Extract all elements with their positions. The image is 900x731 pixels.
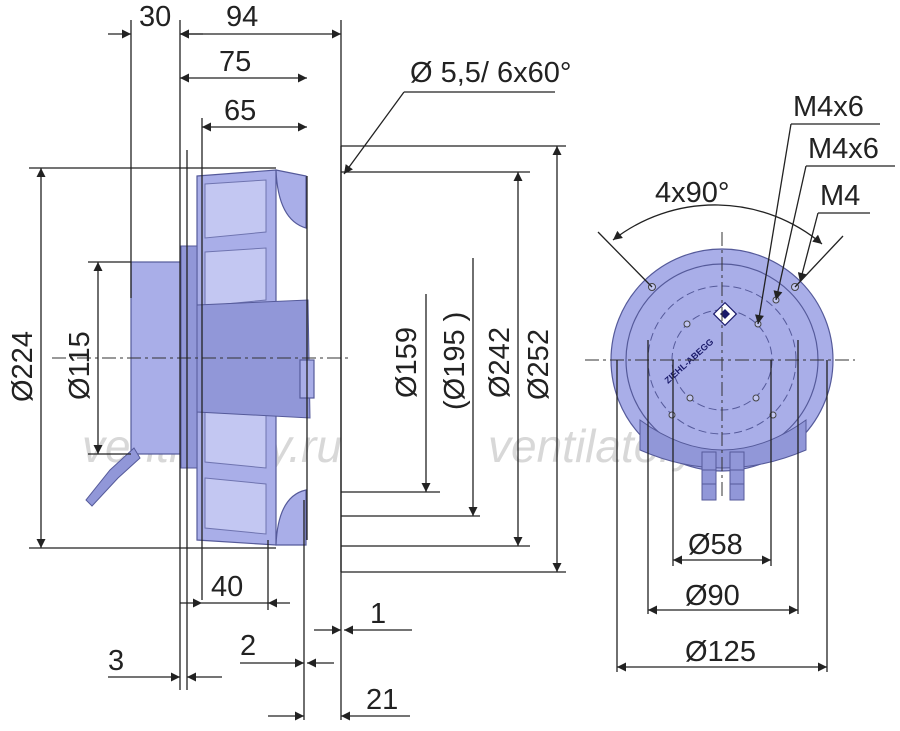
vertical-dimension-lines: [36, 146, 562, 572]
angle-arc: [612, 204, 823, 245]
front-dimension-lines: [617, 555, 827, 672]
dim-94: 94: [226, 1, 258, 33]
dim-21: 21: [366, 684, 398, 716]
dim-75: 75: [219, 46, 251, 78]
dim-65: 65: [224, 95, 256, 127]
dim-3: 3: [108, 645, 124, 677]
dim-dia-125: Ø125: [685, 636, 756, 668]
dim-2: 2: [240, 630, 256, 662]
dim-dia-159: Ø159: [391, 327, 423, 398]
dim-dia-195: (Ø195 ): [439, 312, 471, 410]
dim-1: 1: [370, 598, 386, 630]
dim-dia-115: Ø115: [64, 331, 96, 400]
thread-note-3: M4: [820, 180, 860, 212]
dim-dia-58: Ø58: [688, 529, 743, 561]
thread-note-2: M4x6: [808, 133, 879, 165]
dim-30: 30: [139, 1, 171, 33]
bottom-dimension-lines: [108, 598, 412, 721]
angle-note: 4x90°: [655, 177, 729, 209]
dim-dia-242: Ø242: [484, 327, 516, 398]
thread-leaders: [755, 123, 895, 325]
dim-dia-90: Ø90: [685, 580, 740, 612]
dim-dia-252: Ø252: [523, 329, 555, 400]
hole-note-leader: [343, 91, 405, 175]
hole-note: Ø 5,5/ 6x60°: [410, 57, 572, 89]
dim-40: 40: [211, 571, 243, 603]
front-extension-lines: [616, 340, 828, 672]
extension-lines: [29, 20, 566, 720]
dim-dia-224: Ø224: [7, 331, 39, 402]
thread-note-1: M4x6: [793, 91, 864, 123]
top-dimension-lines: [108, 29, 341, 132]
